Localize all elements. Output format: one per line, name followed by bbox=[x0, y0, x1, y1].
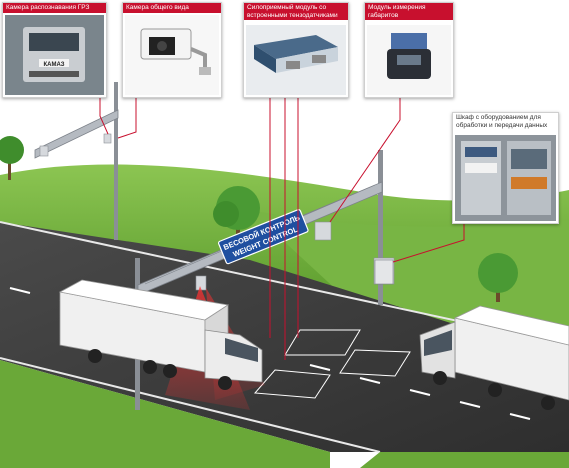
road-edge-bottom bbox=[0, 357, 381, 453]
truck-left bbox=[58, 279, 263, 390]
callout-overview-camera: Камера общего вида bbox=[122, 2, 222, 98]
left-gantry bbox=[34, 82, 119, 240]
callout-weigh-module-label: Силоприемный модуль со встроенными тензо… bbox=[244, 3, 348, 20]
callout-plate-camera: Камера распознавания ГРЗ КАМАЗ bbox=[2, 2, 107, 98]
overview-camera-photo bbox=[125, 15, 219, 95]
callout-overview-camera-label: Камера общего вида bbox=[123, 3, 221, 13]
callout-plate-camera-label: Камера распознавания ГРЗ bbox=[3, 3, 106, 13]
dimension-module-photo bbox=[367, 25, 451, 95]
front-grass bbox=[0, 360, 330, 468]
plate-camera-photo: КАМАЗ bbox=[5, 15, 104, 95]
truck-plate-brand: КАМАЗ bbox=[43, 62, 64, 68]
front-grass-right bbox=[360, 452, 569, 468]
callout-equipment-cabinet: Шкаф с оборудованием для обработки и пер… bbox=[452, 112, 559, 224]
callout-connectors bbox=[99, 96, 465, 360]
weigh-module-photo bbox=[246, 25, 346, 95]
truck-right bbox=[419, 305, 569, 410]
callout-weigh-module: Силоприемный модуль со встроенными тензо… bbox=[243, 2, 349, 98]
equipment-cabinet-photo bbox=[455, 135, 556, 221]
callout-equipment-cabinet-label: Шкаф с оборудованием для обработки и пер… bbox=[453, 113, 558, 130]
tree-left bbox=[0, 136, 24, 180]
callout-dimension-module-label: Модуль измерения габаритов bbox=[365, 3, 453, 20]
lane-dashes bbox=[9, 287, 531, 420]
tree-right bbox=[478, 253, 518, 302]
tree-middle bbox=[213, 186, 260, 237]
site-cabinet bbox=[374, 259, 394, 285]
callout-dimension-module: Модуль измерения габаритов bbox=[364, 2, 454, 98]
